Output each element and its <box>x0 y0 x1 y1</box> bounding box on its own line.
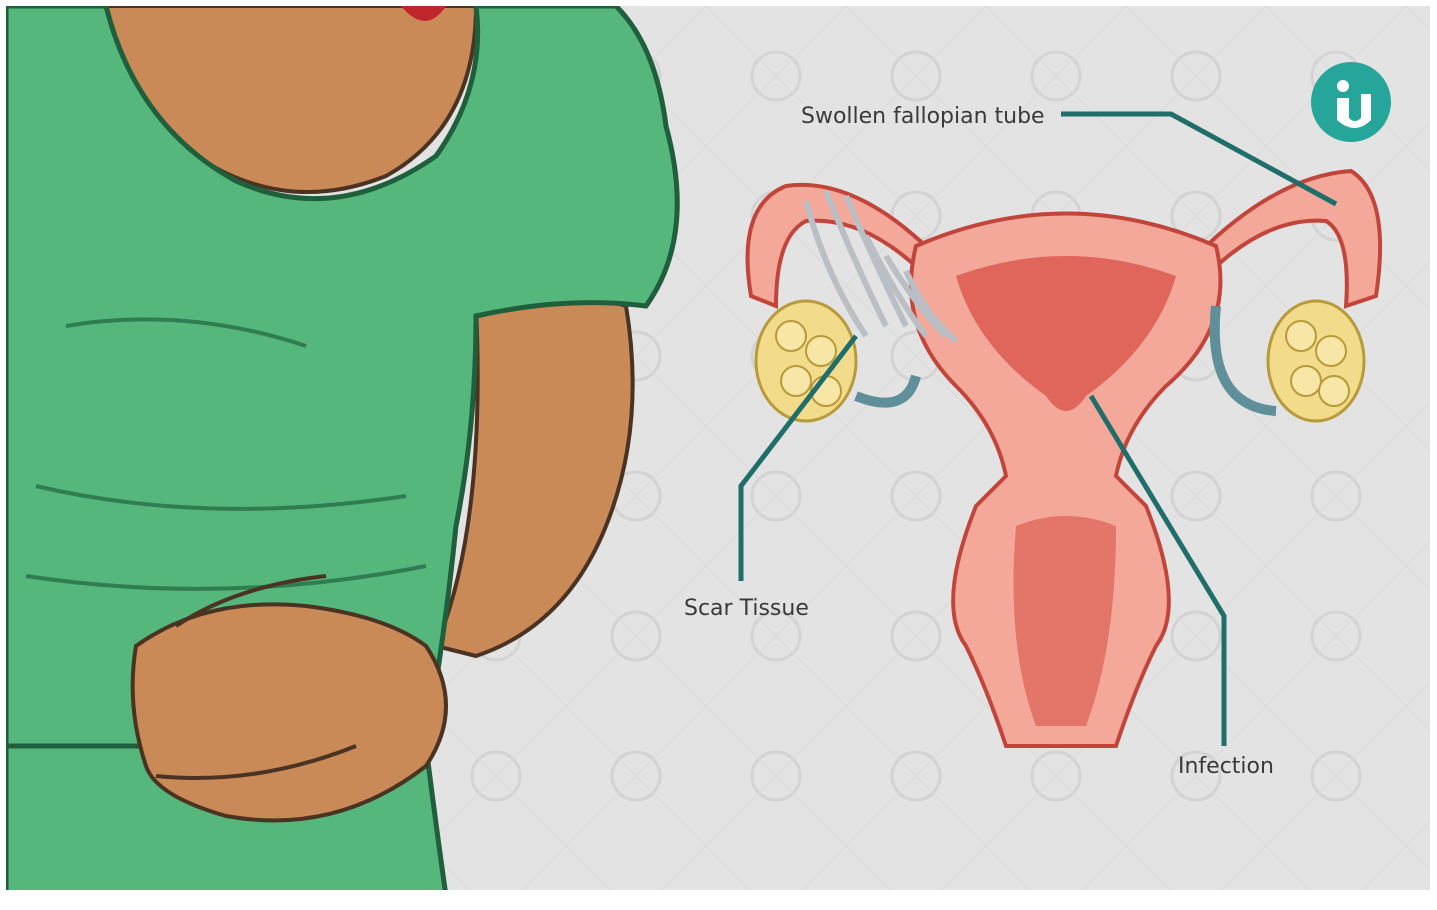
caption-strip <box>0 890 1437 910</box>
brand-logo-icon <box>1311 62 1391 142</box>
right-ovary <box>1268 301 1364 421</box>
illustration-panel: Swollen fallopian tube Scar Tissue Infec… <box>6 6 1430 896</box>
scar-tissue-label: Scar Tissue <box>684 596 809 621</box>
swollen-fallopian-tube-label: Swollen fallopian tube <box>801 104 1045 129</box>
infection-label: Infection <box>1178 754 1274 779</box>
